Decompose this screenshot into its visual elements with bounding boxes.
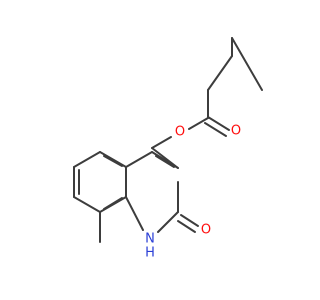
- atom-label-nitrogen-hydrogen: H: [145, 246, 155, 261]
- bond-c8a-to-nitrogen: [125, 196, 144, 231]
- bond-ch-to-ch2: [207, 55, 233, 91]
- bond-c3-c4-double-inner: [155, 155, 175, 168]
- bond-ester-oxygen-to-ch2: [151, 136, 172, 149]
- bond-c4-to-c4a: [125, 151, 153, 168]
- atom-label-layer: O O O N H: [145, 124, 241, 261]
- bond-carbonyl-double-b: [207, 116, 230, 131]
- atom-label-lactam-oxygen: O: [201, 223, 211, 238]
- bond-lactam-double-a: [180, 214, 199, 227]
- bond-c5-c4a-double-inner: [103, 155, 123, 167]
- bond-c3-to-c4: [151, 151, 179, 169]
- bond-isopropyl-ch-methyl-right: [231, 37, 263, 91]
- bond-lactam-double-b: [177, 220, 196, 233]
- bond-carbonyl-double-a: [204, 122, 227, 137]
- molecule-structure-diagram: O O O N H: [73, 37, 263, 261]
- bond-carbonyl-carbon-to-ester-oxygen: [188, 117, 209, 130]
- atom-label-ester-oxygen: O: [175, 125, 185, 140]
- bond-layer: [73, 37, 263, 243]
- bond-c5-to-c4a: [99, 151, 127, 168]
- bond-c8-to-c7: [73, 196, 101, 213]
- atom-label-carbonyl-oxygen: O: [231, 124, 241, 139]
- bond-c8-c8a-double-inner: [103, 197, 123, 210]
- bond-nitrogen-to-c2: [157, 211, 179, 233]
- molecule-canvas: O O O N H: [73, 37, 263, 261]
- bond-c6-to-c5: [73, 151, 101, 168]
- atom-label-ring-nitrogen: N: [145, 232, 155, 247]
